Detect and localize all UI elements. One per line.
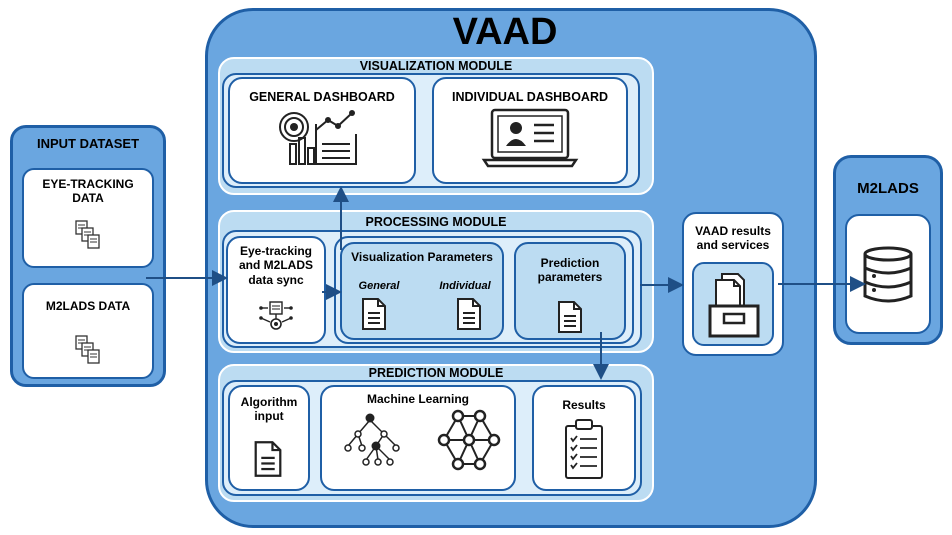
individual-dashboard-box xyxy=(432,77,628,184)
m2lads-data-label: M2LADS DATA xyxy=(45,299,131,313)
document-icon xyxy=(254,441,282,477)
results-label: Results xyxy=(562,398,606,412)
laptop-profile-icon xyxy=(481,108,579,168)
vaad-results-label: VAAD results and services xyxy=(695,224,771,253)
eye-tracking-data-box xyxy=(22,168,154,268)
document-icon xyxy=(558,301,582,333)
decision-tree-icon xyxy=(344,413,400,466)
data-sync-icon xyxy=(259,301,293,330)
prediction-parameters-box xyxy=(514,242,626,340)
archive-files-icon xyxy=(708,273,760,338)
visualization-parameters-label: Visualization Parameters xyxy=(351,250,493,264)
clipboard-checklist-icon xyxy=(565,419,603,479)
document-stack-icon xyxy=(75,220,100,249)
algorithm-input-label: Algorithm input xyxy=(240,395,298,424)
machine-learning-label: Machine Learning xyxy=(366,392,470,406)
eye-tracking-data-label: EYE-TRACKING DATA xyxy=(42,177,134,206)
document-icon xyxy=(457,298,481,330)
vaad-title: VAAD xyxy=(452,11,558,53)
general-dashboard-box xyxy=(228,77,416,184)
data-sync-label: Eye-tracking and M2LADS data sync xyxy=(238,244,313,287)
prediction-parameters-label: Prediction parameters xyxy=(537,256,603,285)
individual-parameters-label: Individual xyxy=(439,280,491,292)
visualization-module-title: VISUALIZATION MODULE xyxy=(359,59,513,73)
input-dataset-title: INPUT DATASET xyxy=(36,136,140,151)
m2lads-title: M2LADS xyxy=(857,180,919,197)
neural-network-icon xyxy=(437,409,501,471)
general-dashboard-label: GENERAL DASHBOARD xyxy=(249,90,395,104)
prediction-module-title: PREDICTION MODULE xyxy=(368,366,504,380)
analytics-dashboard-icon xyxy=(279,110,357,165)
database-icon xyxy=(863,246,913,303)
processing-module-title: PROCESSING MODULE xyxy=(365,215,507,229)
individual-dashboard-label: INDIVIDUAL DASHBOARD xyxy=(451,90,609,104)
general-parameters-label: General xyxy=(358,280,400,292)
document-stack-icon xyxy=(75,335,100,364)
machine-learning-box xyxy=(320,385,516,491)
document-icon xyxy=(362,298,386,330)
